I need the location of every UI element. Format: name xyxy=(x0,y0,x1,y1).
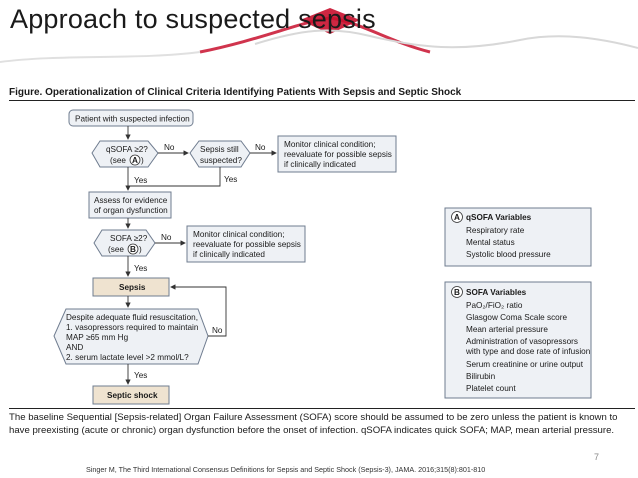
qsofa-close-paren: ) xyxy=(141,156,144,165)
sofa-panel-badge: B xyxy=(454,288,460,297)
sofa-item-7: Bilirubin xyxy=(466,372,496,381)
shock-line4: AND xyxy=(66,343,83,352)
yes-label-4: Yes xyxy=(134,371,147,380)
qsofa-panel-title: qSOFA Variables xyxy=(466,213,532,222)
figure-bottom-rule xyxy=(9,408,635,409)
no-label-1: No xyxy=(164,143,175,152)
figure-top-rule xyxy=(9,100,635,101)
qsofa-item-3: Systolic blood pressure xyxy=(466,250,551,259)
qsofa-item-2: Mental status xyxy=(466,238,515,247)
monitor2-line1: Monitor clinical condition; xyxy=(193,230,284,239)
monitor-box-2: Monitor clinical condition; reevaluate f… xyxy=(186,225,306,263)
sofa-panel-title: SOFA Variables xyxy=(466,288,527,297)
sofa-item-3: Mean arterial pressure xyxy=(466,325,548,334)
sofa-decision: SOFA ≥2? (see B ) xyxy=(93,229,156,257)
sepsis-label: Sepsis xyxy=(119,283,146,292)
start-box: Patient with suspected infection xyxy=(68,109,194,127)
citation: Singer M, The Third International Consen… xyxy=(86,465,486,474)
sepsis-still-line1: Sepsis still xyxy=(200,145,239,154)
sofa-item-5: with type and dose rate of infusion xyxy=(465,347,591,356)
figure-title: Figure. Operationalization of Clinical C… xyxy=(9,87,462,98)
no-label-2: No xyxy=(255,143,266,152)
monitor1-line1: Monitor clinical condition; xyxy=(284,140,375,149)
yes-label-1: Yes xyxy=(134,176,147,185)
septic-shock-label: Septic shock xyxy=(107,391,158,400)
monitor1-line3: if clinically indicated xyxy=(284,160,356,169)
shock-line3: MAP ≥65 mm Hg xyxy=(66,333,129,342)
no-label-4: No xyxy=(212,326,223,335)
qsofa-panel-badge: A xyxy=(454,213,460,222)
sofa-item-4: Administration of vasopressors xyxy=(466,337,578,346)
qsofa-decision: qSOFA ≥2? (see A ) xyxy=(91,140,159,168)
no-label-3: No xyxy=(161,233,172,242)
shock-line1: Despite adequate fluid resuscitation, xyxy=(66,313,198,322)
sofa-item-1: PaO₂/FiO₂ ratio xyxy=(466,301,523,310)
assess-line1: Assess for evidence xyxy=(94,196,168,205)
monitor2-line3: if clinically indicated xyxy=(193,250,265,259)
sepsis-still-line2: suspected? xyxy=(200,156,242,165)
qsofa-ref-badge: A xyxy=(132,156,138,165)
sofa-see: (see xyxy=(108,245,124,254)
sofa-variables-panel: B SOFA Variables PaO₂/FiO₂ ratio Glasgow… xyxy=(444,281,592,399)
sepsis-box: Sepsis xyxy=(92,277,170,297)
start-label: Patient with suspected infection xyxy=(75,115,190,124)
assess-line2: of organ dysfunction xyxy=(94,206,168,215)
sofa-item-8: Platelet count xyxy=(466,384,516,393)
sofa-item-2: Glasgow Coma Scale score xyxy=(466,313,567,322)
sofa-item-6: Serum creatinine or urine output xyxy=(466,360,584,369)
sofa-close-paren: ) xyxy=(139,245,142,254)
sepsis-still-decision: Sepsis still suspected? xyxy=(189,140,251,168)
shock-line2: 1. vasopressors required to maintain xyxy=(66,323,199,332)
slide-title: Approach to suspected sepsis xyxy=(10,4,376,34)
septic-shock-box: Septic shock xyxy=(92,385,170,405)
page-number: 7 xyxy=(594,452,600,462)
sofa-question: SOFA ≥2? xyxy=(110,234,148,243)
monitor1-line2: reevaluate for possible sepsis xyxy=(284,150,392,159)
qsofa-variables-panel: A qSOFA Variables Respiratory rate Menta… xyxy=(444,207,592,267)
qsofa-question: qSOFA ≥2? xyxy=(106,145,148,154)
shock-decision: Despite adequate fluid resuscitation, 1.… xyxy=(53,308,209,365)
monitor2-line2: reevaluate for possible sepsis xyxy=(193,240,301,249)
yes-label-3: Yes xyxy=(134,264,147,273)
figure-caption: The baseline Sequential [Sepsis-related]… xyxy=(9,412,618,436)
connectors xyxy=(125,126,277,385)
assess-box: Assess for evidence of organ dysfunction xyxy=(88,191,172,219)
qsofa-see: (see xyxy=(110,156,126,165)
monitor-box-1: Monitor clinical condition; reevaluate f… xyxy=(277,135,397,173)
yes-label-2: Yes xyxy=(224,175,237,184)
qsofa-item-1: Respiratory rate xyxy=(466,226,525,235)
shock-line5: 2. serum lactate level >2 mmol/L? xyxy=(66,353,189,362)
sofa-ref-badge: B xyxy=(130,245,136,254)
